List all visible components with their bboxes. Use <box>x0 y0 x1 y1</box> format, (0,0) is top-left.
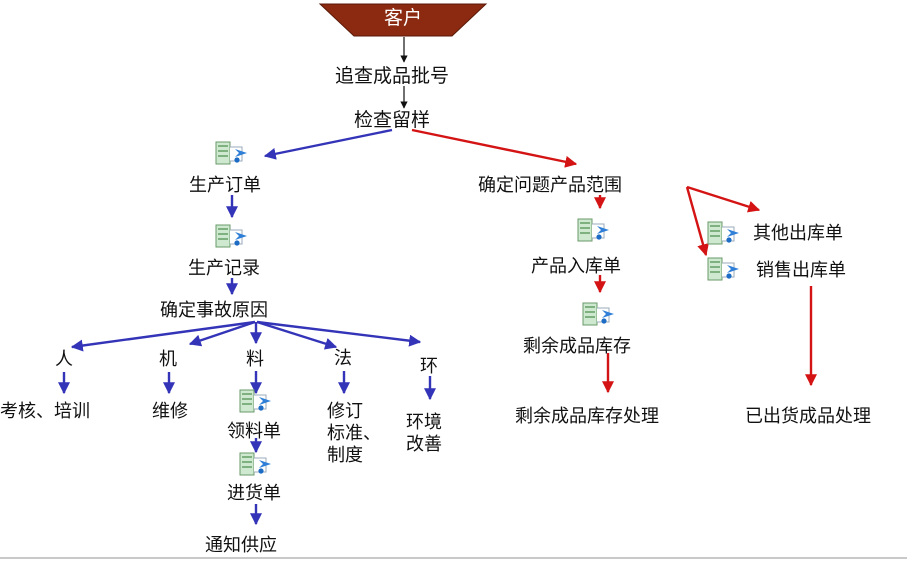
node-other-outbound: 其他出库单 <box>753 223 843 244</box>
document-icon-production-record <box>215 224 247 248</box>
customer-header-shape <box>318 3 488 37</box>
node-check-sample: 检查留样 <box>354 109 431 131</box>
node-purchase-receipt: 进货单 <box>227 483 281 504</box>
arrow-cause-to-man <box>70 320 256 352</box>
arrow-scope-to-sales-outbound <box>685 186 709 257</box>
node-determine-scope: 确定问题产品范围 <box>478 175 622 196</box>
document-icon-requisition <box>239 389 271 413</box>
arrow-cause-to-machine <box>188 320 256 347</box>
node-man: 人 <box>55 349 73 370</box>
node-notify-supplier: 通知供应 <box>205 535 277 556</box>
arrow-check-to-production-order <box>263 128 393 160</box>
document-icon-production-order <box>215 141 247 165</box>
node-handle-shipped: 已出货成品处理 <box>745 406 871 427</box>
node-method: 法 <box>334 348 352 369</box>
node-product-inbound: 产品入库单 <box>531 256 621 277</box>
document-icon-other-outbound <box>707 221 739 245</box>
arrow-check-to-scope <box>411 128 578 168</box>
document-icon-remaining-inventory <box>582 302 614 326</box>
node-remaining-inventory: 剩余成品库存 <box>523 336 631 357</box>
node-maintenance: 维修 <box>152 401 188 422</box>
node-production-record: 生产记录 <box>188 258 260 279</box>
node-sales-outbound: 销售出库单 <box>756 260 846 281</box>
document-icon-sales-outbound <box>707 257 739 281</box>
node-production-order: 生产订单 <box>189 175 261 196</box>
node-revise-standards: 修订 标准、 制度 <box>327 401 381 466</box>
node-requisition: 领料单 <box>227 421 281 442</box>
node-trace-batch: 追查成品批号 <box>335 65 450 87</box>
node-material: 料 <box>246 349 264 370</box>
node-assess-train: 考核、培训 <box>0 401 90 422</box>
node-environment: 环 <box>420 356 438 377</box>
node-improve-environment: 环境 改善 <box>406 412 442 455</box>
arrow-scope-to-other-outbound <box>686 185 761 213</box>
node-machine: 机 <box>159 349 177 370</box>
node-handle-remaining: 剩余成品库存处理 <box>515 406 659 427</box>
arrow-cause-to-method <box>256 320 338 350</box>
node-determine-cause: 确定事故原因 <box>160 300 268 321</box>
bottom-divider <box>0 557 907 559</box>
arrow-cause-to-environment <box>256 320 422 347</box>
document-icon-purchase-receipt <box>239 452 271 476</box>
customer-header-label: 客户 <box>383 7 422 29</box>
document-icon-product-inbound <box>577 218 609 242</box>
